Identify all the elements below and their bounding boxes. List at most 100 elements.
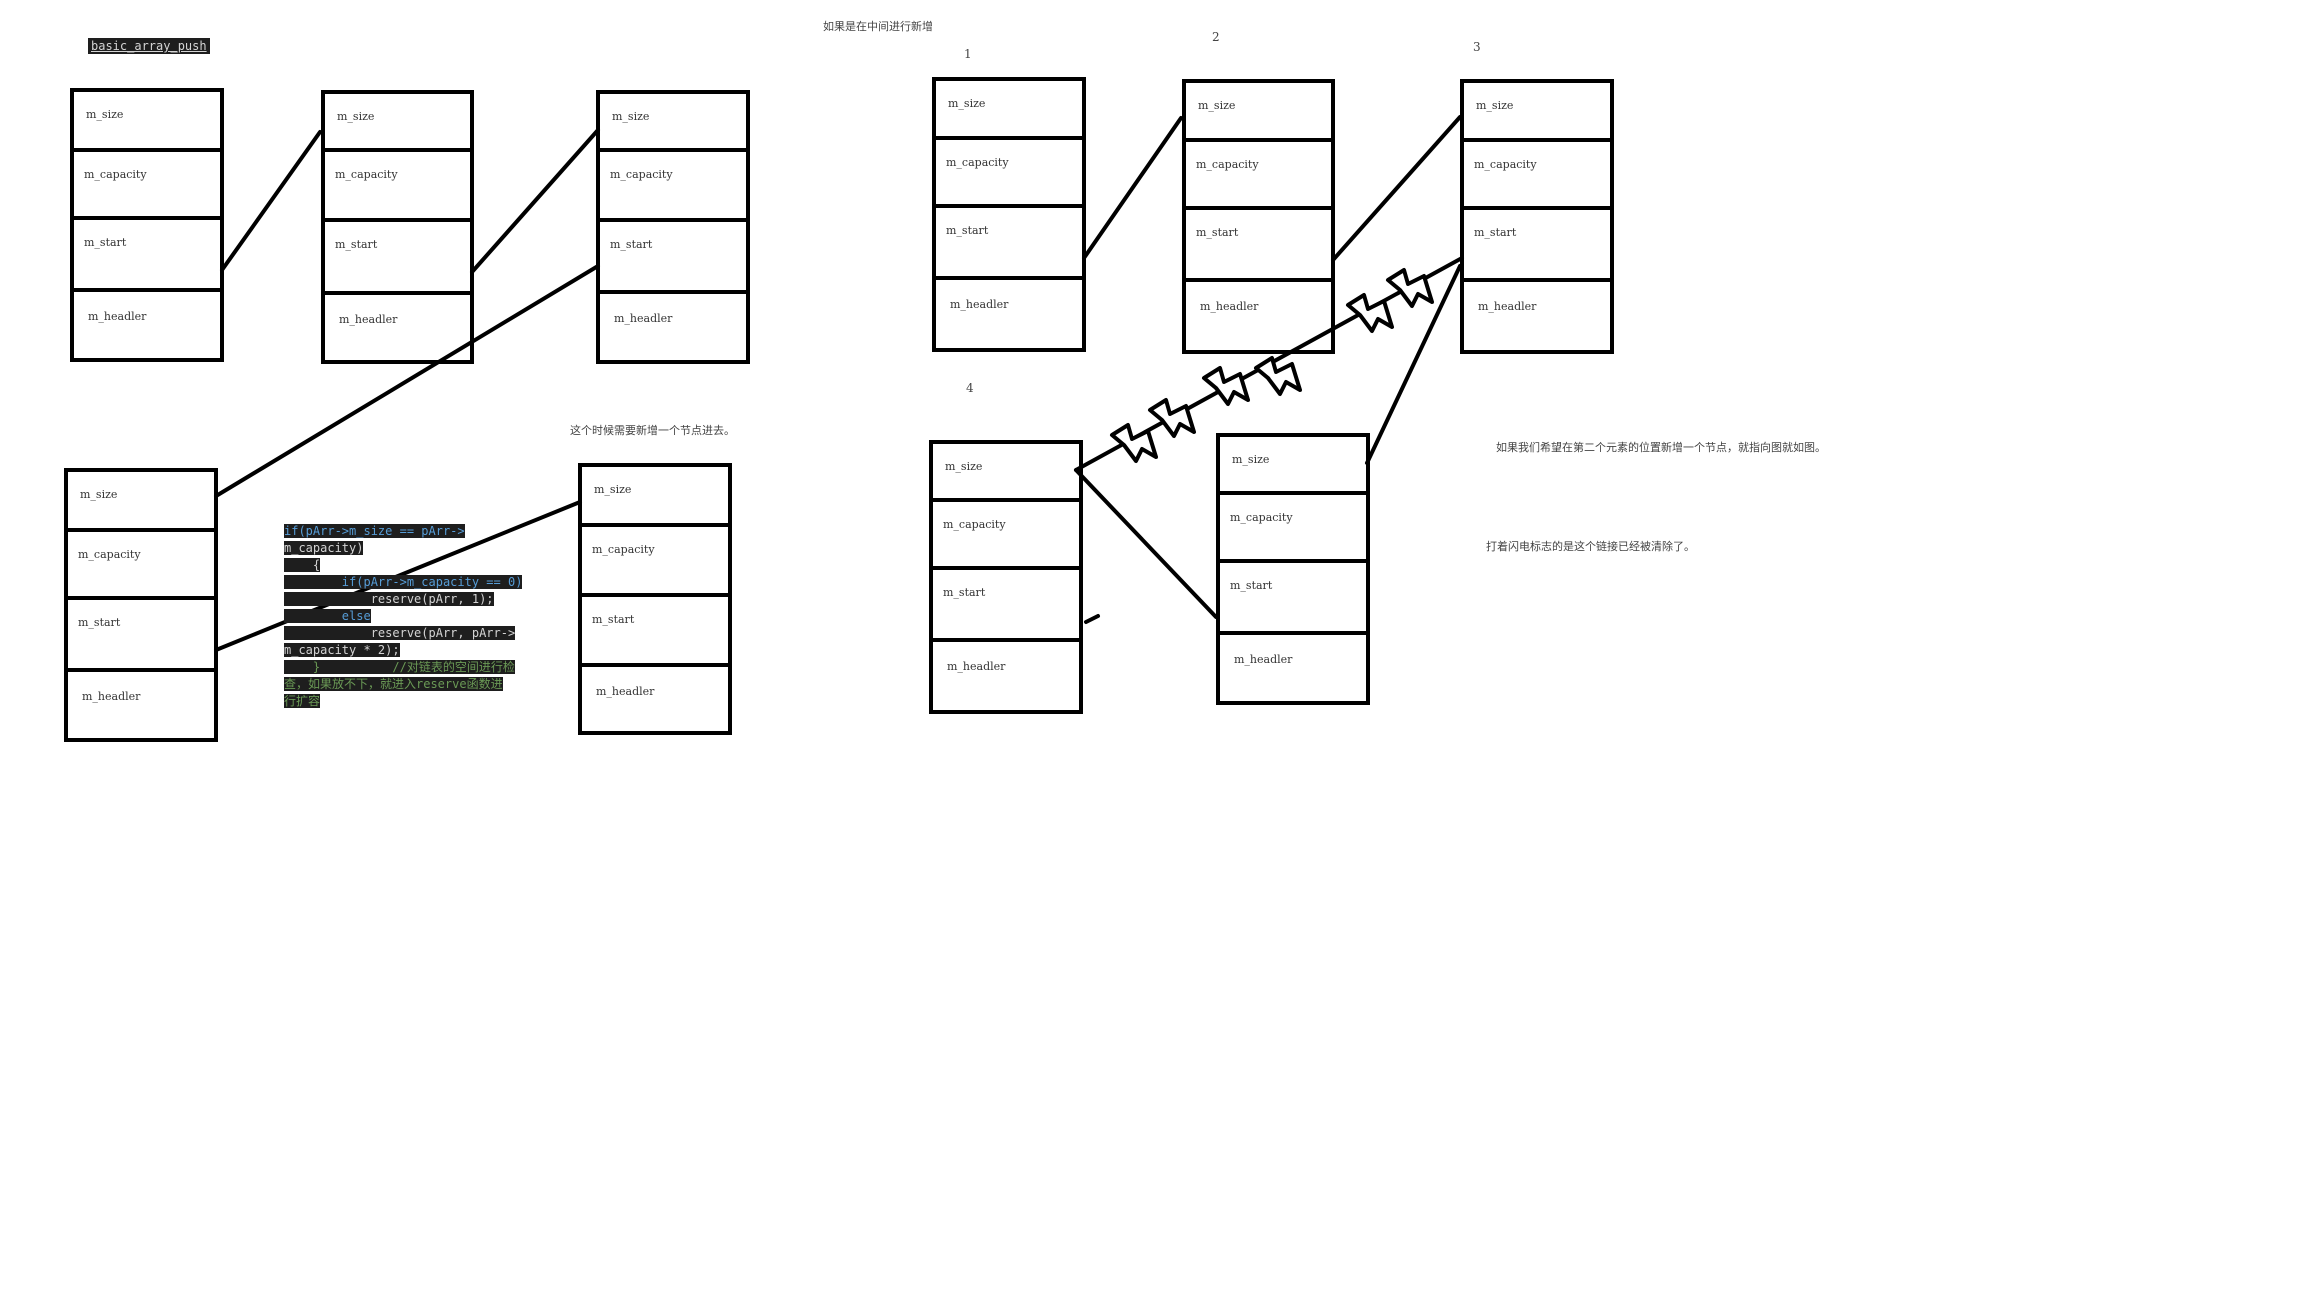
- field-label-m-headler: m_headler: [614, 312, 673, 325]
- lightning-icon: [1254, 356, 1302, 396]
- lightning-icon: [1148, 398, 1196, 438]
- field-label-m-size: m_size: [86, 108, 123, 121]
- link-line: [1074, 468, 1218, 619]
- field-label-m-start: m_start: [946, 224, 989, 237]
- struct-node-7: m_size m_capacity m_start m_headler: [1182, 79, 1335, 354]
- link-line: [1365, 264, 1462, 465]
- link-line: [1084, 614, 1100, 624]
- node-frame: [321, 90, 474, 364]
- field-label-m-headler: m_headler: [596, 685, 655, 698]
- code-line-3: {: [284, 558, 321, 572]
- struct-node-5: m_size m_capacity m_start m_headler: [578, 463, 732, 735]
- field-label-m-size: m_size: [1232, 453, 1269, 466]
- link-line: [1331, 115, 1462, 262]
- link-line: [1082, 116, 1183, 260]
- field-label-m-capacity: m_capacity: [78, 548, 141, 561]
- node-frame: [64, 468, 218, 742]
- code-line-4: if(pArr->m_capacity == 0): [284, 575, 523, 589]
- index-label-3: 3: [1473, 40, 1481, 54]
- field-label-m-start: m_start: [610, 238, 653, 251]
- field-label-m-size: m_size: [337, 110, 374, 123]
- diagram-title: basic_array_push: [88, 38, 210, 54]
- lightning-marks: [1110, 268, 1434, 463]
- node-links: [214, 115, 1464, 652]
- node-frame: [578, 463, 732, 735]
- field-label-m-capacity: m_capacity: [1196, 158, 1259, 171]
- code-line-8: m_capacity * 2);: [284, 643, 400, 657]
- lightning-icon: [1110, 423, 1158, 463]
- node-boxes: m_sizem_capacitym_startm_headlerm_sizem_…: [64, 77, 1614, 742]
- index-label-4: 4: [966, 381, 974, 395]
- field-label-m-size: m_size: [612, 110, 649, 123]
- code-line-7: reserve(pArr, pArr->: [284, 626, 516, 640]
- field-label-m-start: m_start: [335, 238, 378, 251]
- link-line: [214, 264, 600, 498]
- code-line-1: if(pArr->m_size == pArr->: [284, 524, 465, 538]
- field-label-m-size: m_size: [945, 460, 982, 473]
- code-line-5: reserve(pArr, 1);: [284, 592, 494, 606]
- code-line-6: else: [284, 609, 371, 623]
- link-line: [470, 128, 600, 274]
- field-label-m-headler: m_headler: [1234, 653, 1293, 666]
- node-frame: [70, 88, 224, 362]
- code-line-10: 查，如果放不下，就进入reserve函数进: [284, 677, 503, 691]
- field-label-m-capacity: m_capacity: [335, 168, 398, 181]
- code-line-2: m_capacity): [284, 541, 364, 555]
- field-label-m-capacity: m_capacity: [946, 156, 1009, 169]
- struct-node-6: m_size m_capacity m_start m_headler: [932, 77, 1086, 352]
- index-labels: 1 2 3 4: [964, 30, 1481, 395]
- field-label-m-headler: m_headler: [1478, 300, 1537, 313]
- node-frame: [1216, 433, 1370, 705]
- field-label-m-headler: m_headler: [88, 310, 147, 323]
- field-label-m-headler: m_headler: [1200, 300, 1259, 313]
- struct-node-9: m_size m_capacity m_start m_headler: [929, 440, 1083, 714]
- index-label-2: 2: [1212, 30, 1220, 44]
- struct-node-4: m_size m_capacity m_start m_headler: [64, 468, 218, 742]
- field-label-m-capacity: m_capacity: [610, 168, 673, 181]
- field-label-m-headler: m_headler: [82, 690, 141, 703]
- lightning-icon: [1346, 293, 1394, 333]
- node-frame: [1460, 79, 1614, 354]
- link-line: [220, 130, 322, 272]
- struct-node-3: m_size m_capacity m_start m_headler: [596, 90, 750, 364]
- field-label-m-capacity: m_capacity: [1474, 158, 1537, 171]
- field-label-m-start: m_start: [592, 613, 635, 626]
- field-label-m-headler: m_headler: [950, 298, 1009, 311]
- field-label-m-capacity: m_capacity: [1230, 511, 1293, 524]
- field-label-m-headler: m_headler: [339, 313, 398, 326]
- note-need-new-node: 这个时候需要新增一个节点进去。: [570, 423, 735, 437]
- notes: 如果是在中间进行新增 这个时候需要新增一个节点进去。 如果我们希望在第二个元素的…: [570, 19, 1826, 553]
- field-label-m-start: m_start: [1230, 579, 1273, 592]
- field-label-m-capacity: m_capacity: [943, 518, 1006, 531]
- node-frame: [929, 440, 1083, 714]
- lightning-icon: [1202, 366, 1250, 406]
- node-frame: [1182, 79, 1335, 354]
- index-label-1: 1: [964, 47, 972, 61]
- field-label-m-size: m_size: [1476, 99, 1513, 112]
- note-middle-insert: 如果是在中间进行新增: [823, 19, 933, 33]
- node-frame: [932, 77, 1086, 352]
- field-label-m-capacity: m_capacity: [592, 543, 655, 556]
- field-label-m-capacity: m_capacity: [84, 168, 147, 181]
- node-frame: [596, 90, 750, 364]
- code-line-11: 行扩容: [284, 694, 321, 708]
- struct-node-8: m_size m_capacity m_start m_headler: [1460, 79, 1614, 354]
- code-line-9: } //对链表的空间进行检: [284, 660, 515, 674]
- note-lightning-meaning: 打着闪电标志的是这个链接已经被清除了。: [1486, 539, 1695, 553]
- struct-node-10: m_size m_capacity m_start m_headler: [1216, 433, 1370, 705]
- field-label-m-size: m_size: [1198, 99, 1235, 112]
- code-snippet: if(pArr->m_size == pArr-> m_capacity) { …: [284, 523, 534, 710]
- field-label-m-size: m_size: [594, 483, 631, 496]
- field-label-m-size: m_size: [948, 97, 985, 110]
- field-label-m-start: m_start: [84, 236, 127, 249]
- field-label-m-start: m_start: [1196, 226, 1239, 239]
- field-label-m-size: m_size: [80, 488, 117, 501]
- field-label-m-headler: m_headler: [947, 660, 1006, 673]
- field-label-m-start: m_start: [78, 616, 121, 629]
- field-label-m-start: m_start: [1474, 226, 1517, 239]
- field-label-m-start: m_start: [943, 586, 986, 599]
- struct-node-1: m_size m_capacity m_start m_headler: [70, 88, 224, 362]
- struct-node-2: m_size m_capacity m_start m_headler: [321, 90, 474, 364]
- lightning-icon: [1386, 268, 1434, 308]
